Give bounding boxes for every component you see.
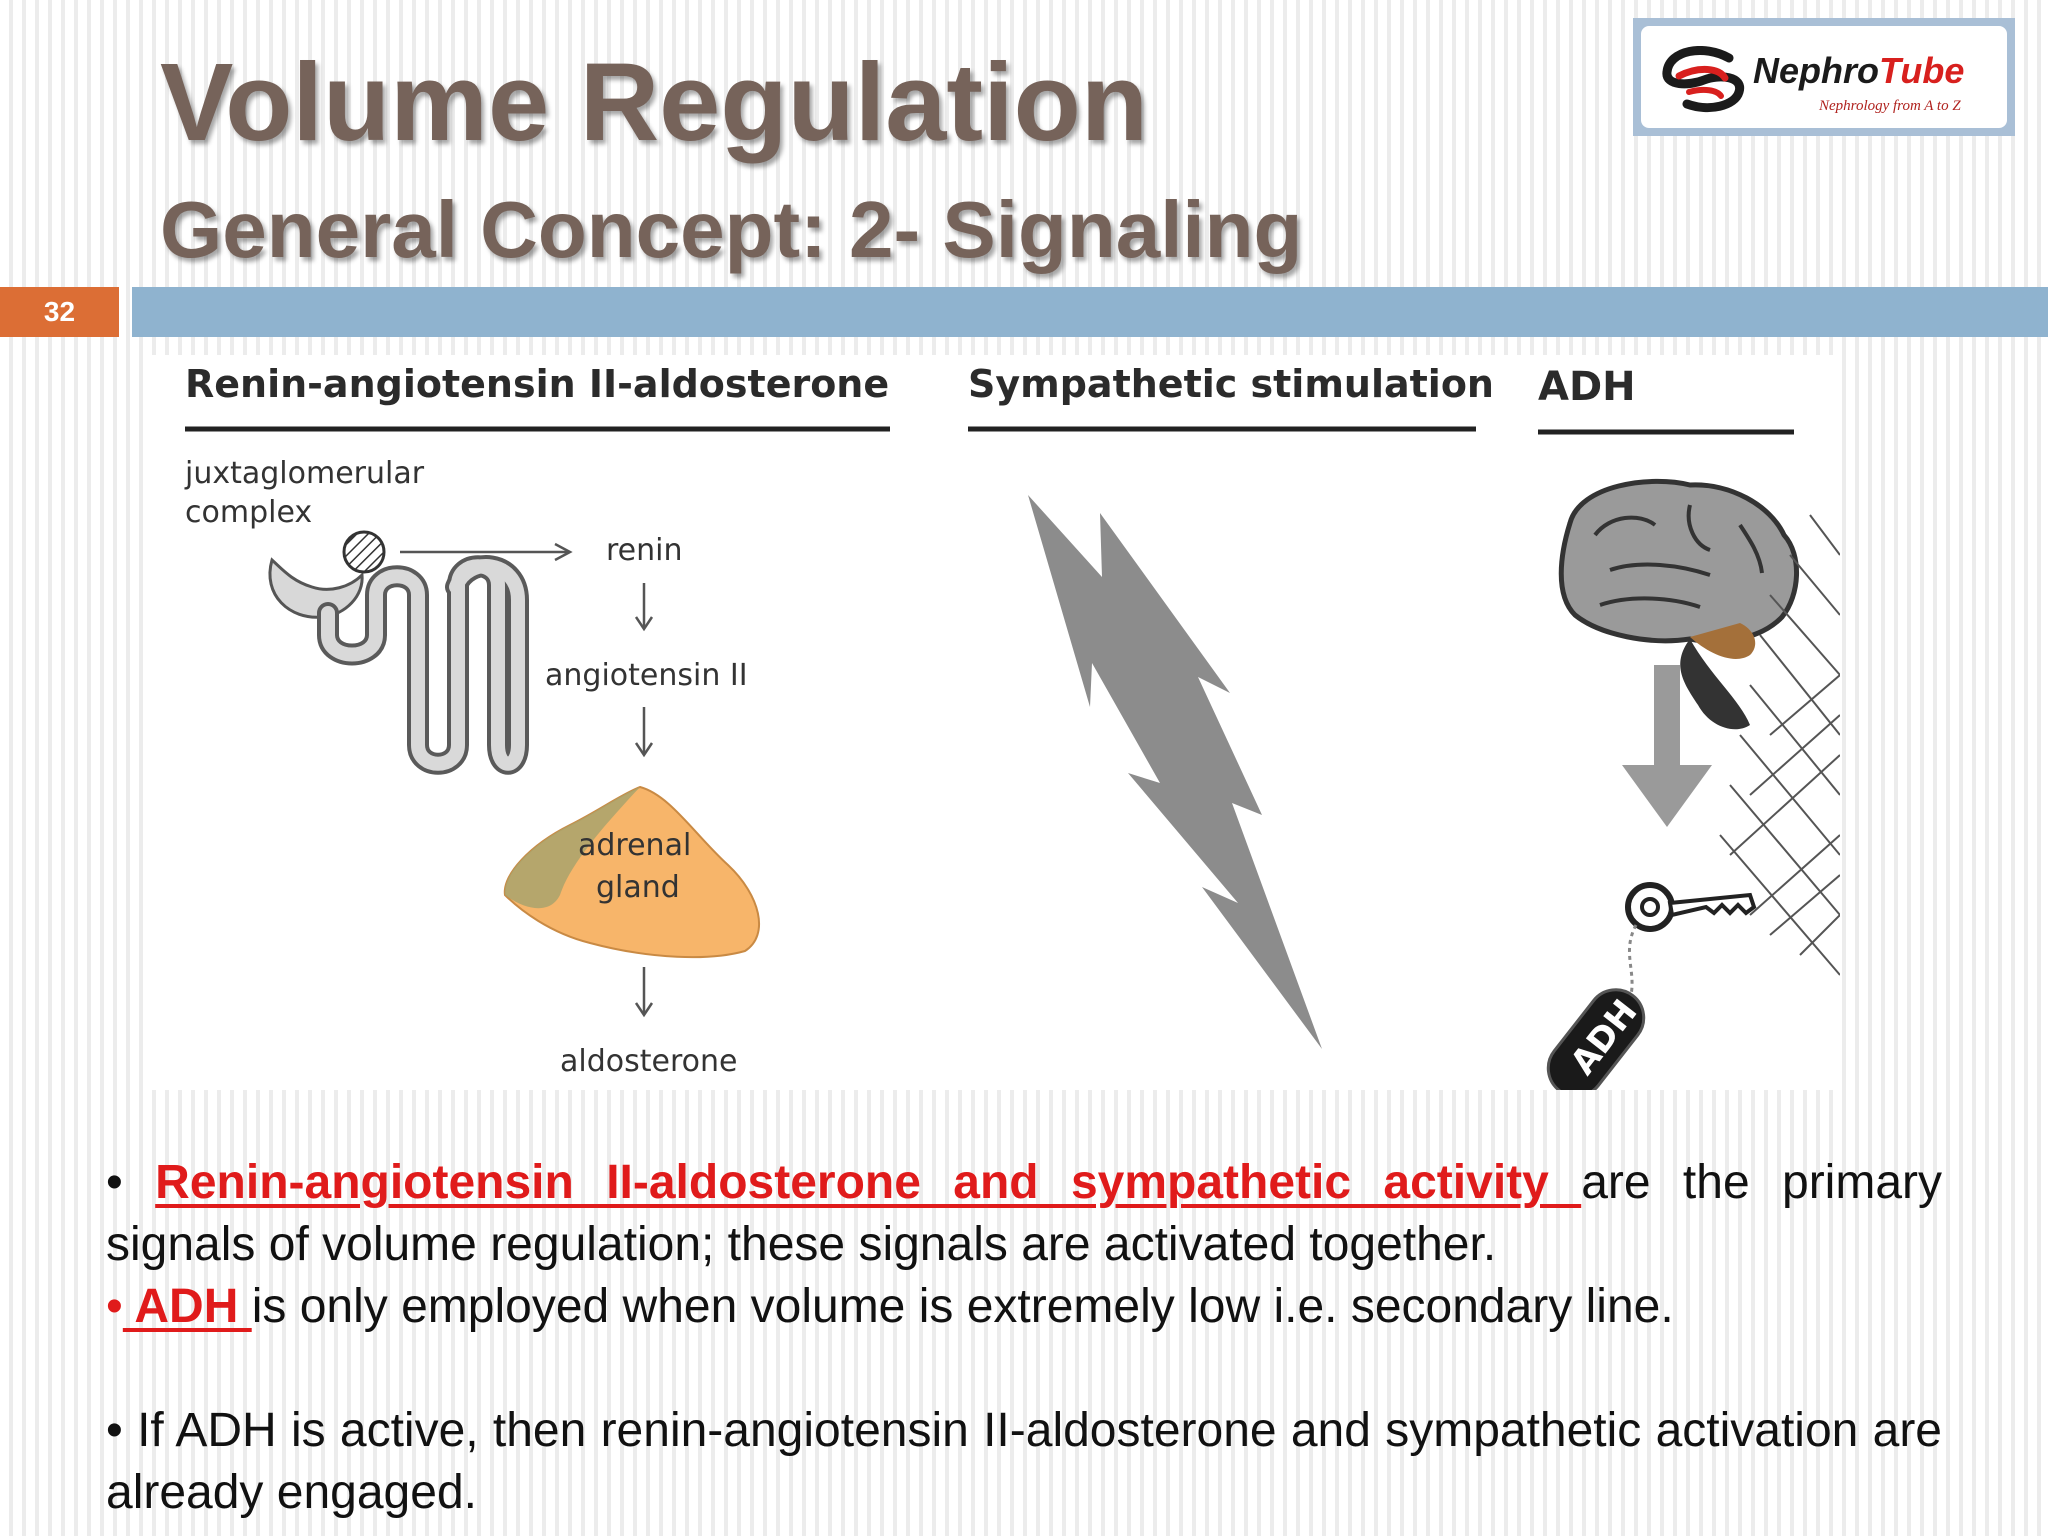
raas-heading: Renin-angiotensin II-aldosterone <box>185 362 889 406</box>
nephrotube-logo: NephroTube Nephrology from A to Z <box>1633 18 2015 136</box>
logo-wordmark: NephroTube <box>1753 50 1964 92</box>
slide-subtitle: General Concept: 2- Signaling <box>160 185 1303 274</box>
sympathetic-heading: Sympathetic stimulation <box>968 362 1494 406</box>
adrenal-gland-icon <box>503 785 761 959</box>
bullet-3: • <box>106 1404 123 1457</box>
down-arrow-1 <box>634 583 654 632</box>
signaling-diagram-svg: Renin-angiotensin II-aldosterone Sympath… <box>184 362 1840 1090</box>
signaling-diagram: Renin-angiotensin II-aldosterone Sympath… <box>150 355 1840 1090</box>
bullet-1: • <box>106 1156 123 1209</box>
nephrotube-swirl-icon <box>1662 46 1745 113</box>
bullet-2: • <box>106 1280 123 1333</box>
paragraph-adh-secondary: • ADH is only employed when volume is ex… <box>106 1276 1942 1338</box>
logo-wordmark-part1: Nephro <box>1753 50 1879 91</box>
hatched-pattern-decoration <box>1719 514 1840 976</box>
key-icon: ADH <box>1546 882 1757 1090</box>
slide-body-text: • Renin-angiotensin II-aldosterone and s… <box>106 1152 1942 1524</box>
logo-tagline: Nephrology from A to Z <box>1819 98 1961 114</box>
down-arrow-2 <box>634 707 654 758</box>
highlight-adh: ADH <box>122 1280 252 1333</box>
gland-label-line2: gland <box>596 870 680 905</box>
slide-title: Volume Regulation <box>160 41 1149 164</box>
primary-signals-text: are the primary signals of volume regula… <box>106 1156 1943 1271</box>
renin-label: renin <box>606 533 683 568</box>
gland-label-line1: adrenal <box>578 828 691 863</box>
adh-active-text: If ADH is active, then renin-angiotensin… <box>106 1404 1942 1519</box>
highlight-primary-signals: Renin-angiotensin II-aldosterone and sym… <box>155 1156 1582 1209</box>
slide-number-badge: 32 <box>0 287 119 337</box>
angiotensin-label: angiotensin II <box>545 658 748 693</box>
brain-icon <box>1558 478 1799 730</box>
logo-wordmark-part2: Tube <box>1879 50 1965 91</box>
nephron-icon <box>268 530 529 775</box>
adh-secondary-text: is only employed when volume is extremel… <box>251 1280 1674 1333</box>
down-arrow-icon <box>1622 665 1712 827</box>
adh-heading: ADH <box>1538 364 1636 410</box>
paragraph-primary-signals: • Renin-angiotensin II-aldosterone and s… <box>106 1152 1942 1276</box>
jg-label-line1: juxtaglomerular <box>184 456 425 491</box>
header-divider-bar <box>132 287 2048 337</box>
down-arrow-3 <box>634 967 654 1018</box>
paragraph-adh-active: • If ADH is active, then renin-angiotens… <box>106 1400 1942 1524</box>
lightning-bolt-icon <box>1028 495 1322 1049</box>
jg-label-line2: complex <box>185 495 312 530</box>
logo-panel: NephroTube Nephrology from A to Z <box>1641 26 2007 128</box>
aldosterone-label: aldosterone <box>560 1044 737 1079</box>
